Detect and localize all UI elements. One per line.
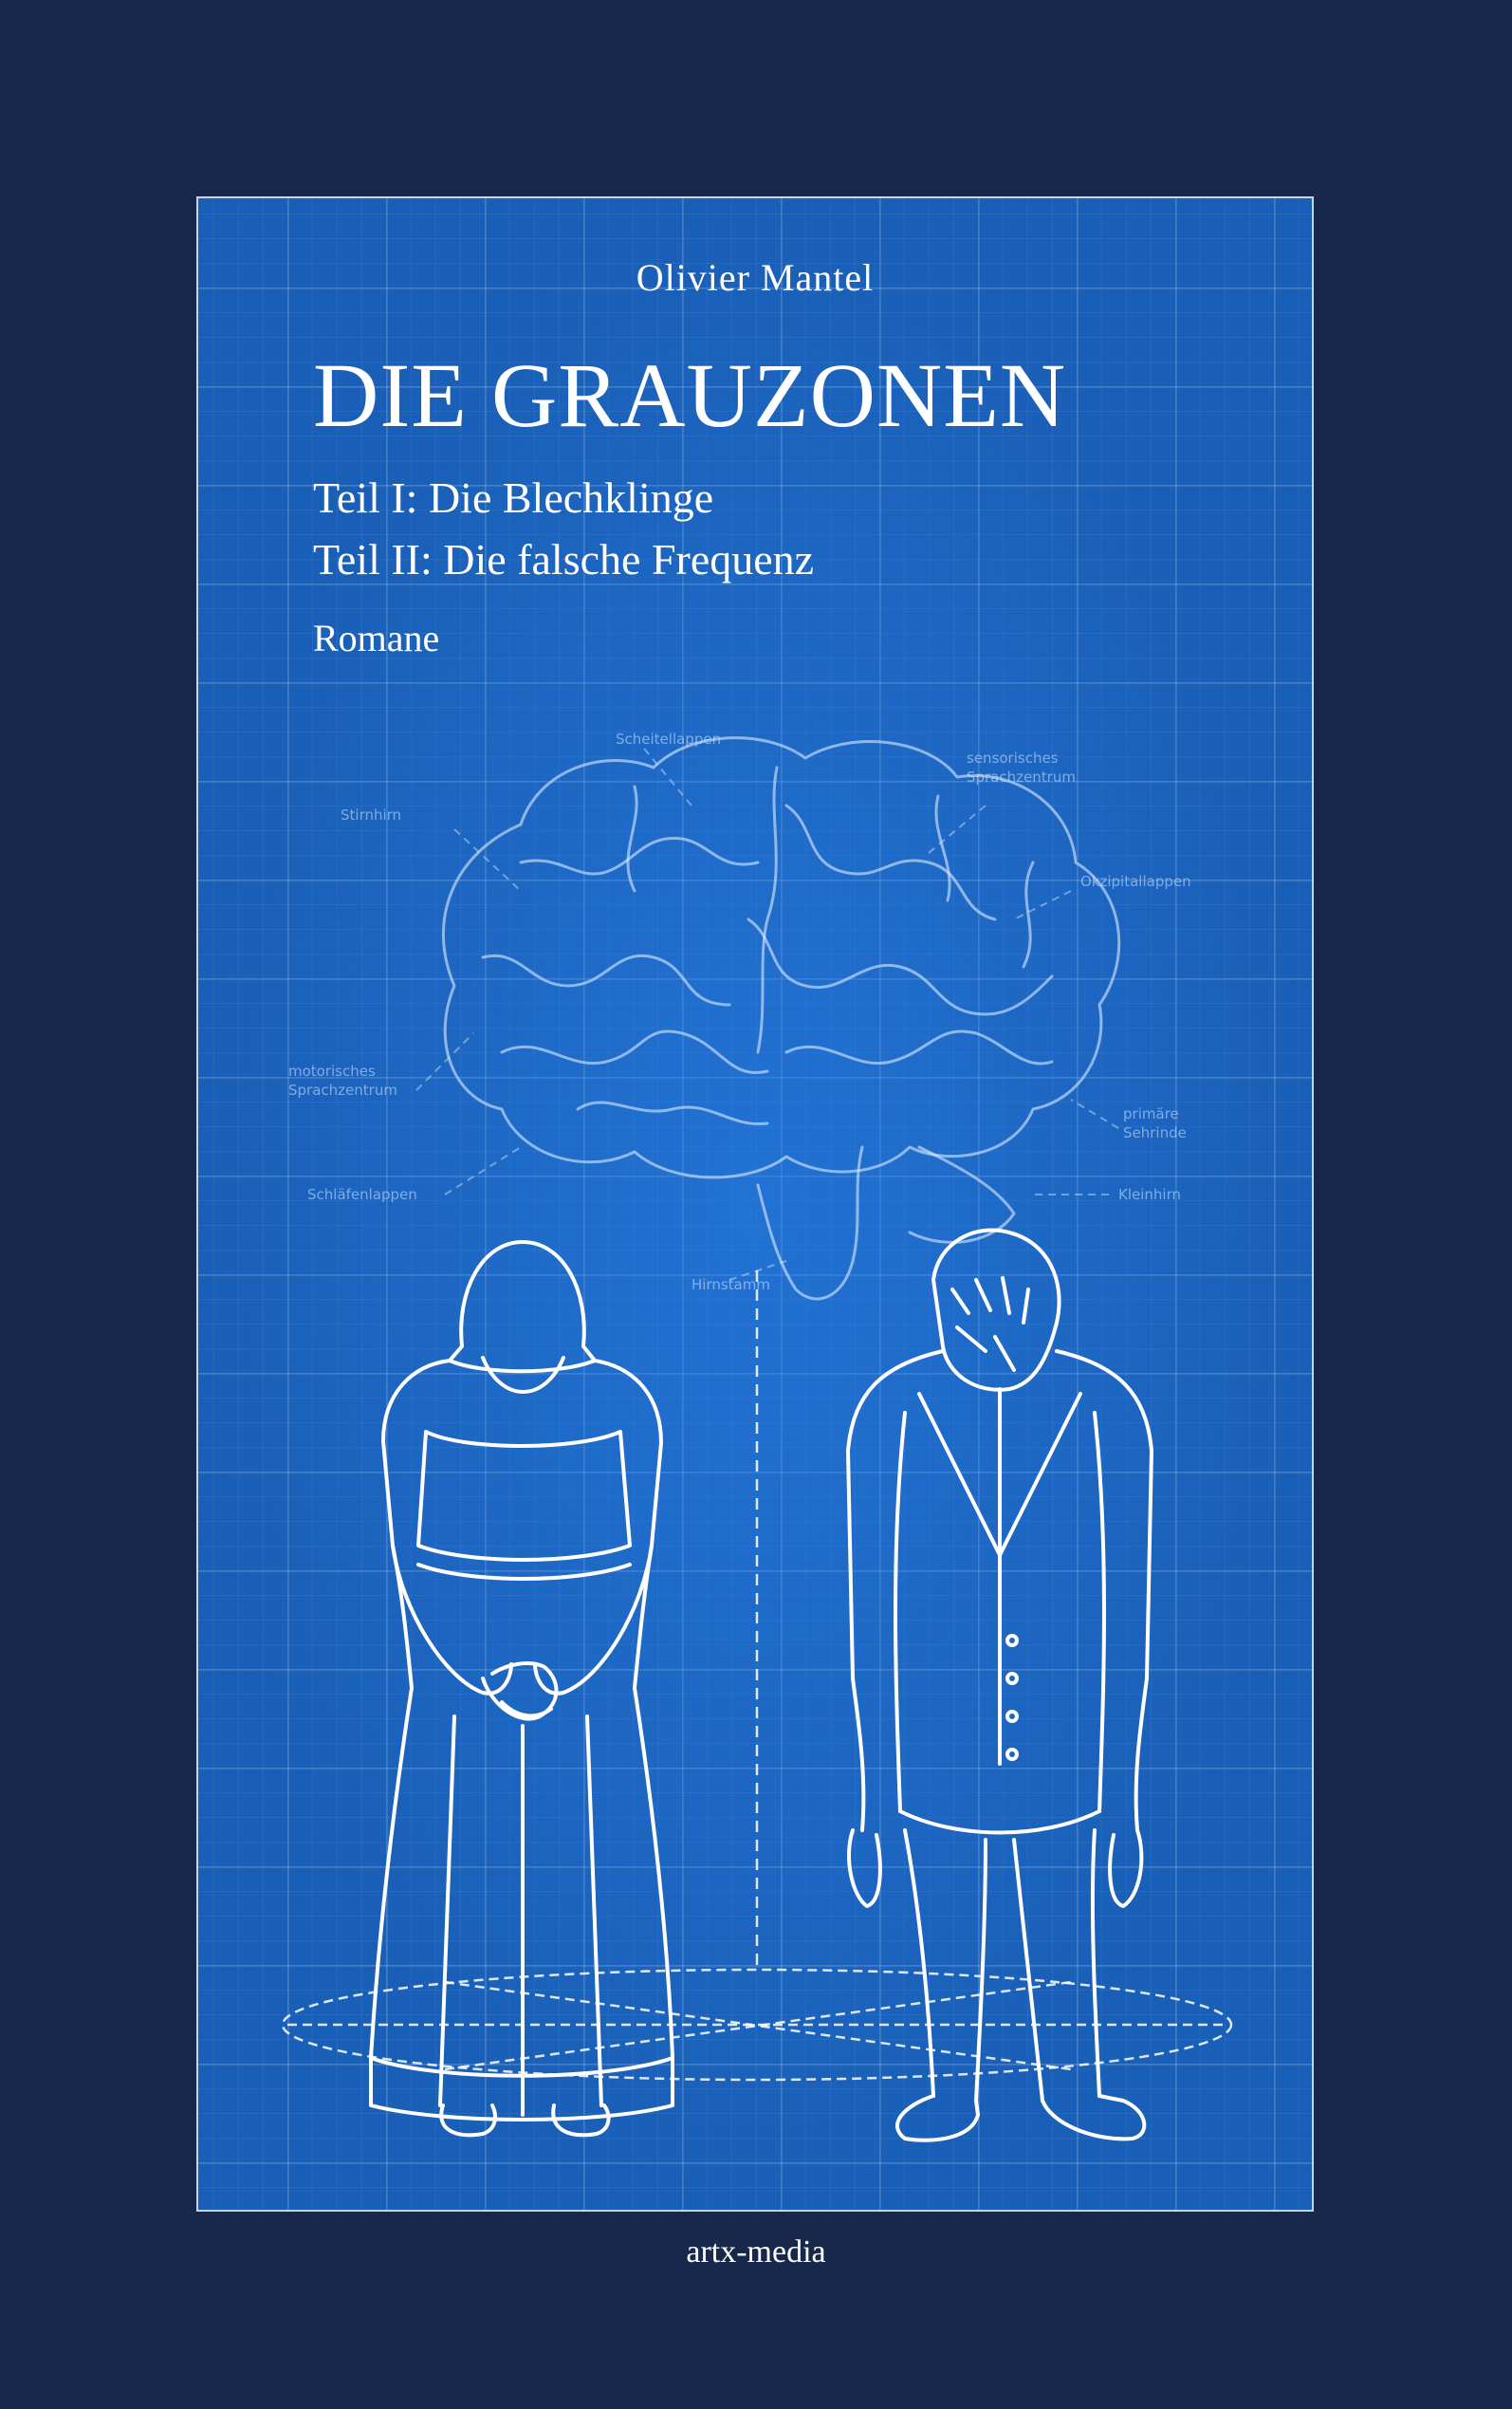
- brain-sketch: [441, 736, 1121, 1301]
- publisher-name: artx-media: [686, 2234, 826, 2270]
- genre-label: Romane: [313, 617, 440, 659]
- brain-label: Sehrinde: [1123, 1124, 1187, 1141]
- brain-label: Sprachzentrum: [288, 1082, 397, 1099]
- brain-label: Okzipitallappen: [1080, 873, 1191, 890]
- brain-label: Scheitellappen: [616, 731, 721, 748]
- brain-label: motorisches: [288, 1063, 376, 1080]
- blueprint-illustration: Scheitellappen sensorisches Sprachzentru…: [281, 731, 1233, 2142]
- brain-label: sensorisches: [967, 750, 1059, 767]
- book-title: DIE GRAUZONEN: [313, 344, 1067, 446]
- brain-label: Hirnstamm: [691, 1276, 770, 1293]
- brain-label: primäre: [1123, 1105, 1179, 1122]
- brain-leader-lines: [415, 748, 1119, 1281]
- book-cover: Olivier Mantel DIE GRAUZONEN Teil I: Die…: [196, 196, 1314, 2212]
- subtitle-part-1: Teil I: Die Blechklinge: [313, 473, 714, 522]
- floor-ellipse: [281, 1968, 1233, 2082]
- man-figure: [846, 1228, 1153, 2142]
- woman-figure: [369, 1240, 674, 2138]
- subtitle-part-2: Teil II: Die falsche Frequenz: [313, 535, 815, 584]
- author-name: Olivier Mantel: [636, 256, 875, 299]
- brain-label: Stirnhirn: [341, 806, 401, 824]
- brain-label: Sprachzentrum: [967, 769, 1076, 786]
- brain-labels: Scheitellappen sensorisches Sprachzentru…: [288, 731, 1191, 1293]
- brain-label: Schläfenlappen: [307, 1186, 417, 1203]
- brain-label: Kleinhirn: [1118, 1186, 1181, 1203]
